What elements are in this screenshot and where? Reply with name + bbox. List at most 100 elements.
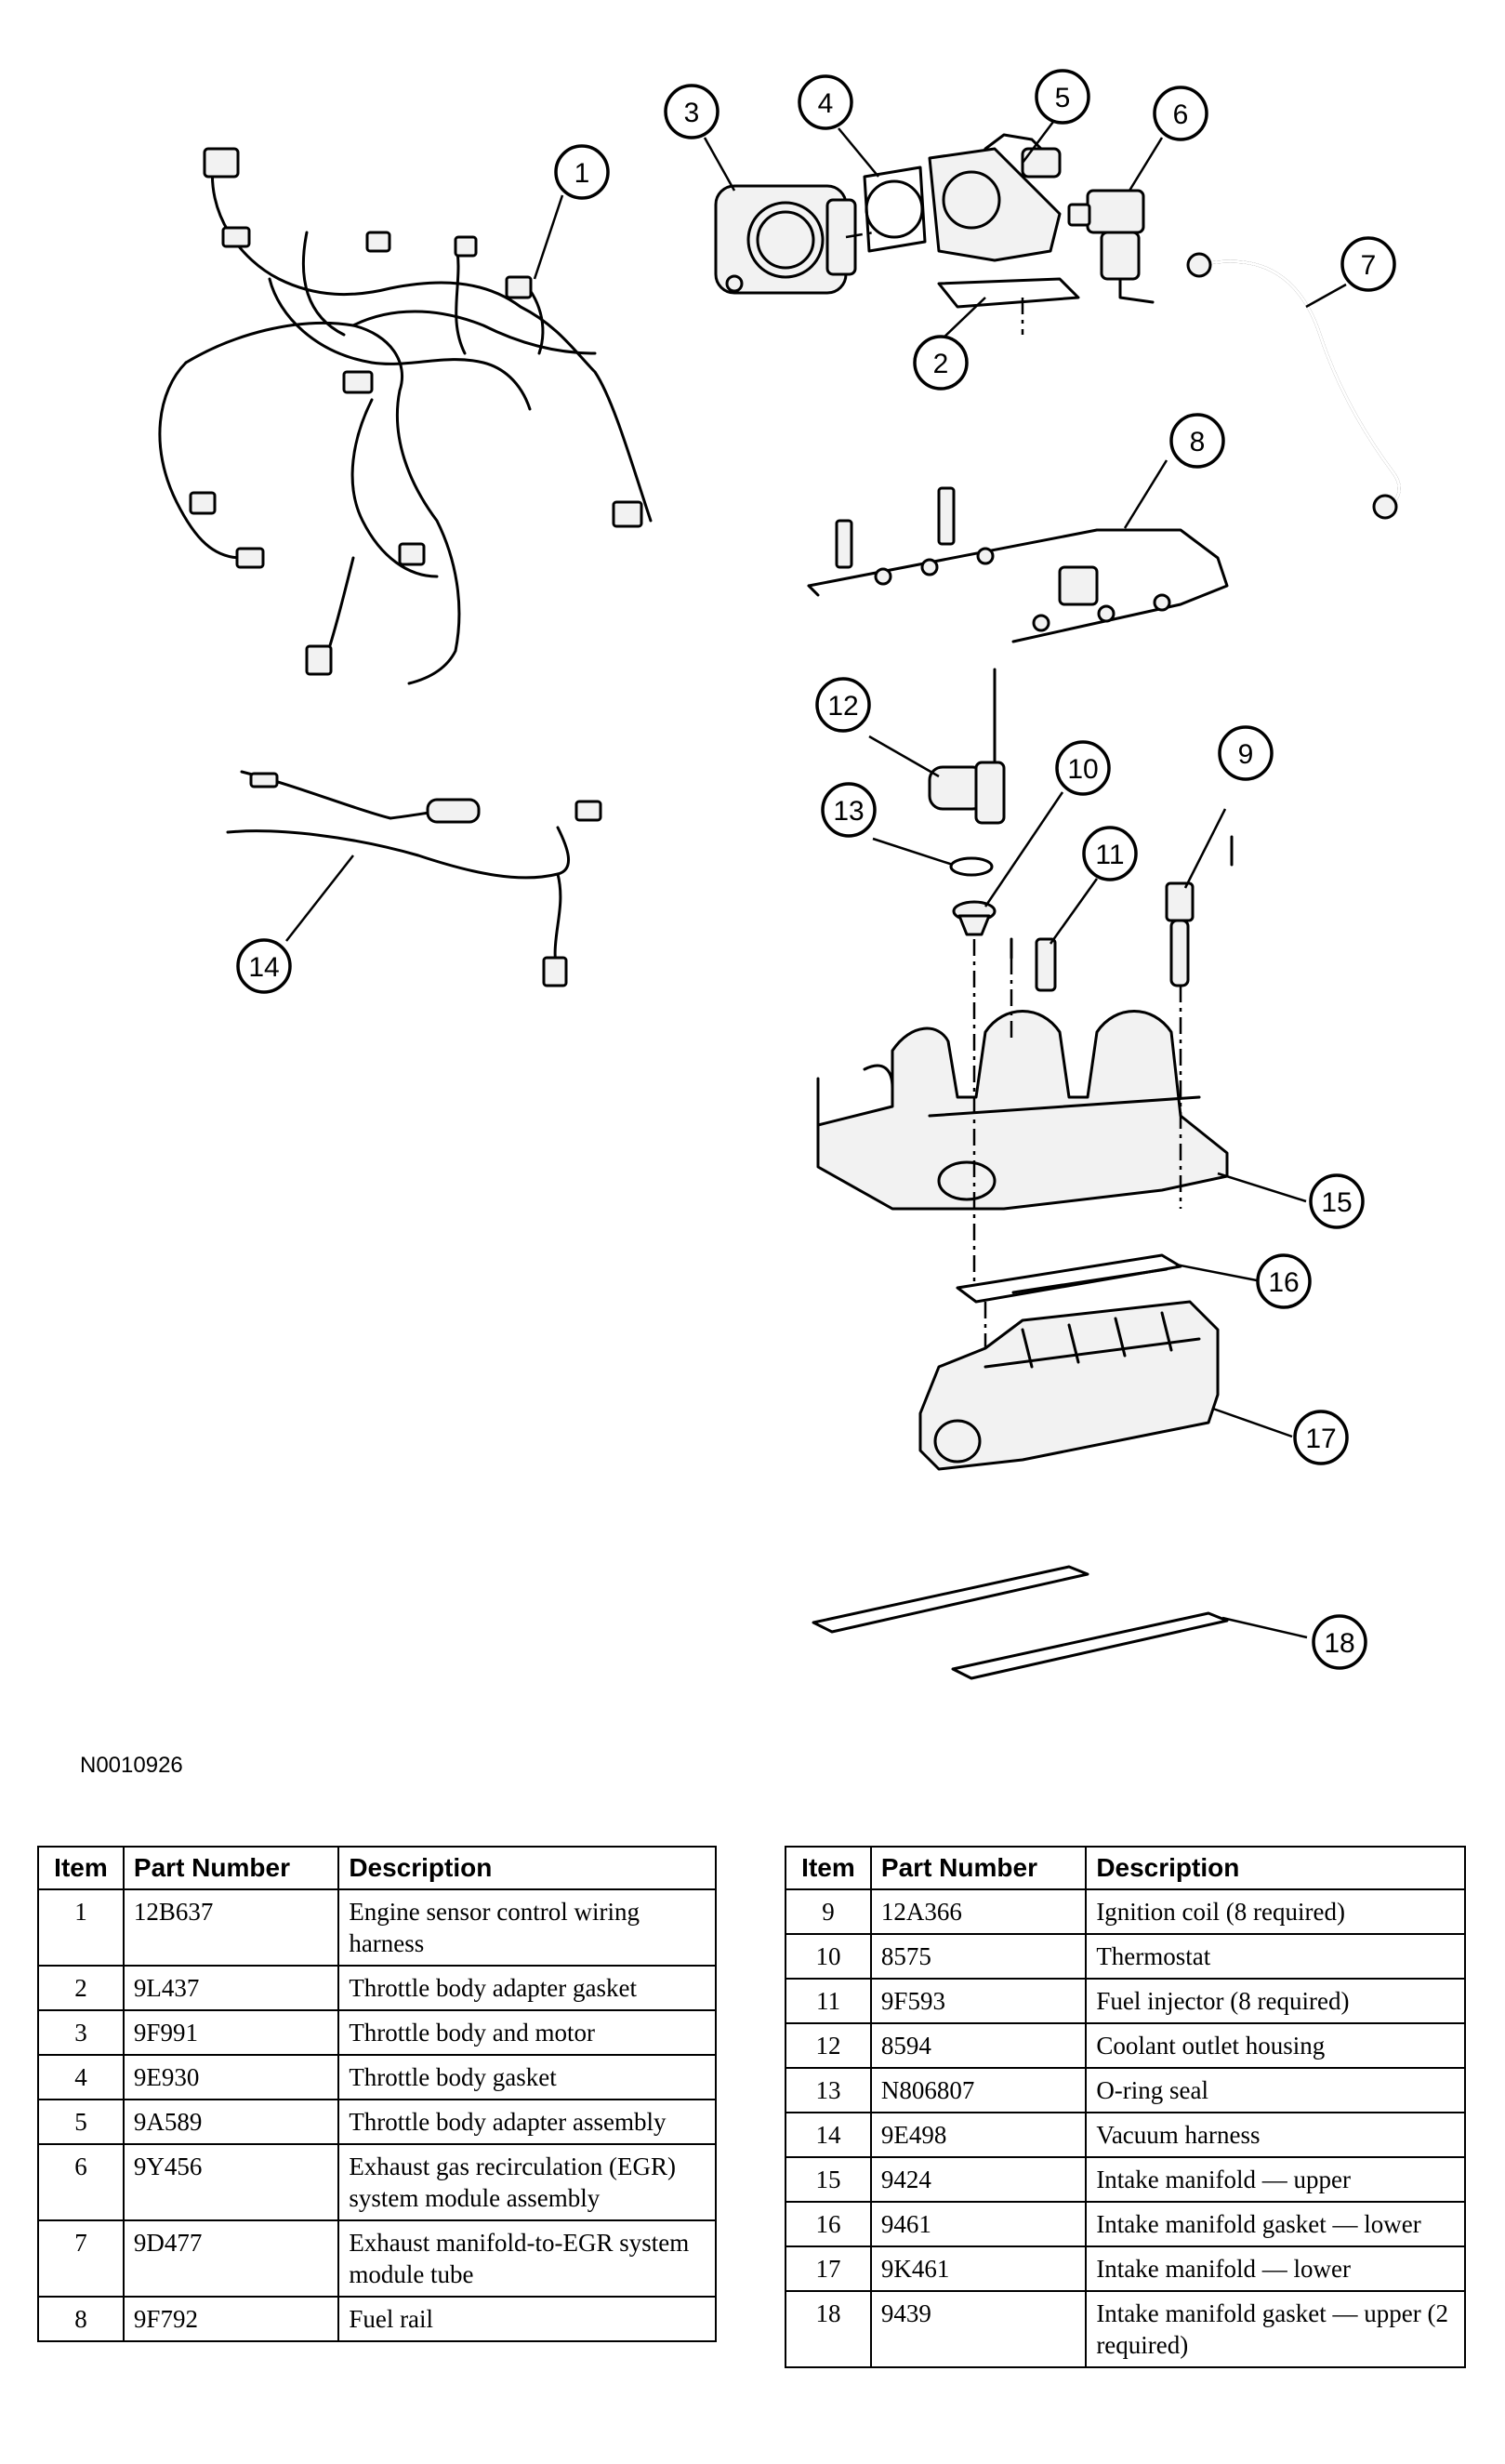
cell-item: 5: [37, 2099, 125, 2145]
cell-description: Intake manifold gasket — lower: [1085, 2201, 1466, 2247]
cell-part-number: N806807: [869, 2067, 1088, 2113]
svg-text:13: 13: [833, 796, 864, 827]
svg-text:4: 4: [818, 88, 834, 119]
cell-item: 10: [785, 1933, 872, 1980]
cell-item: 18: [785, 2290, 872, 2368]
diagram-reference-id: N0010926: [80, 1753, 183, 1778]
svg-text:15: 15: [1321, 1187, 1352, 1218]
throttle-body-gasket-illustration: [863, 166, 927, 253]
table-header-row: Item Part Number Description: [37, 1846, 717, 1890]
cell-description: Throttle body adapter gasket: [337, 1965, 717, 2011]
cell-part-number: 12B637: [122, 1888, 340, 1967]
cell-description: Coolant outlet housing: [1085, 2022, 1466, 2069]
wiring-harness-illustration: [158, 147, 653, 685]
header-part-number: Part Number: [869, 1846, 1088, 1890]
cell-part-number: 9Y456: [122, 2143, 340, 2221]
cell-item: 4: [37, 2054, 125, 2100]
svg-text:8: 8: [1190, 427, 1206, 457]
cell-part-number: 9L437: [122, 1965, 340, 2011]
assembly-centerlines: [845, 231, 1182, 1348]
cell-item: 9: [785, 1888, 872, 1935]
cell-description: Thermostat: [1085, 1933, 1466, 1980]
lower-intake-manifold-illustration: [918, 1300, 1220, 1471]
cell-part-number: 9439: [869, 2290, 1088, 2368]
svg-text:3: 3: [684, 98, 700, 128]
svg-text:12: 12: [827, 691, 858, 722]
cell-item: 15: [785, 2156, 872, 2203]
cell-part-number: 9A589: [122, 2099, 340, 2145]
o-ring-seal-illustration: [949, 856, 994, 877]
vacuum-harness-illustration: [226, 770, 602, 987]
cell-part-number: 9F792: [122, 2296, 340, 2342]
svg-text:6: 6: [1173, 99, 1189, 130]
cell-description: O-ring seal: [1085, 2067, 1466, 2113]
cell-item: 7: [37, 2219, 125, 2298]
cell-item: 1: [37, 1888, 125, 1967]
cell-part-number: 12A366: [869, 1888, 1088, 1935]
svg-text:10: 10: [1067, 754, 1098, 785]
cell-description: Throttle body adapter assembly: [337, 2099, 717, 2145]
upper-intake-manifold-illustration: [816, 1010, 1229, 1211]
cell-item: 17: [785, 2245, 872, 2292]
cell-description: Throttle body and motor: [337, 2009, 717, 2056]
cell-description: Exhaust manifold-to-EGR system module tu…: [337, 2219, 717, 2298]
svg-text:5: 5: [1055, 83, 1071, 113]
exploded-parts-diagram: 1 2 3 4 5 6 7 8 9 10 11 12 13 14 15 16 1…: [158, 69, 1401, 1680]
callout-7: 7: [1340, 236, 1396, 292]
callout-5: 5: [1035, 69, 1090, 125]
callout-11: 11: [1082, 826, 1138, 881]
cell-description: Intake manifold — upper: [1085, 2156, 1466, 2203]
svg-text:16: 16: [1268, 1267, 1299, 1298]
callout-14: 14: [236, 938, 292, 994]
thermostat-illustration: [952, 900, 997, 936]
cell-item: 8: [37, 2296, 125, 2342]
header-item: Item: [785, 1846, 872, 1890]
cell-part-number: 8575: [869, 1933, 1088, 1980]
cell-description: Ignition coil (8 required): [1085, 1888, 1466, 1935]
coolant-outlet-housing-illustration: [928, 668, 1006, 825]
cell-item: 6: [37, 2143, 125, 2221]
cell-part-number: 9K461: [869, 2245, 1088, 2292]
callout-6: 6: [1153, 86, 1208, 141]
cell-part-number: 9F991: [122, 2009, 340, 2056]
svg-text:1: 1: [574, 158, 590, 189]
cell-item: 14: [785, 2112, 872, 2158]
egr-module-illustration: [1067, 189, 1155, 304]
cell-description: Intake manifold — lower: [1085, 2245, 1466, 2292]
fuel-rail-illustration: [807, 486, 1229, 643]
cell-description: Fuel injector (8 required): [1085, 1978, 1466, 2024]
callout-1: 1: [554, 144, 610, 200]
header-part-number: Part Number: [122, 1846, 340, 1890]
header-description: Description: [337, 1846, 717, 1890]
callout-2: 2: [913, 335, 969, 391]
svg-text:2: 2: [933, 349, 949, 379]
callout-4: 4: [798, 74, 853, 130]
cell-item: 11: [785, 1978, 872, 2024]
callout-8: 8: [1169, 413, 1225, 469]
callout-16: 16: [1256, 1253, 1312, 1309]
cell-description: Intake manifold gasket — upper (2 requir…: [1085, 2290, 1466, 2368]
cell-item: 3: [37, 2009, 125, 2056]
cell-part-number: 8594: [869, 2022, 1088, 2069]
leader-lines: [285, 121, 1347, 1639]
table-header-row: Item Part Number Description: [785, 1846, 1466, 1890]
callout-13: 13: [821, 782, 877, 838]
throttle-body-illustration: [714, 184, 857, 295]
cell-description: Engine sensor control wiring harness: [337, 1888, 717, 1967]
svg-text:9: 9: [1238, 739, 1254, 770]
throttle-body-adapter-illustration: [928, 133, 1062, 262]
header-item: Item: [37, 1846, 125, 1890]
